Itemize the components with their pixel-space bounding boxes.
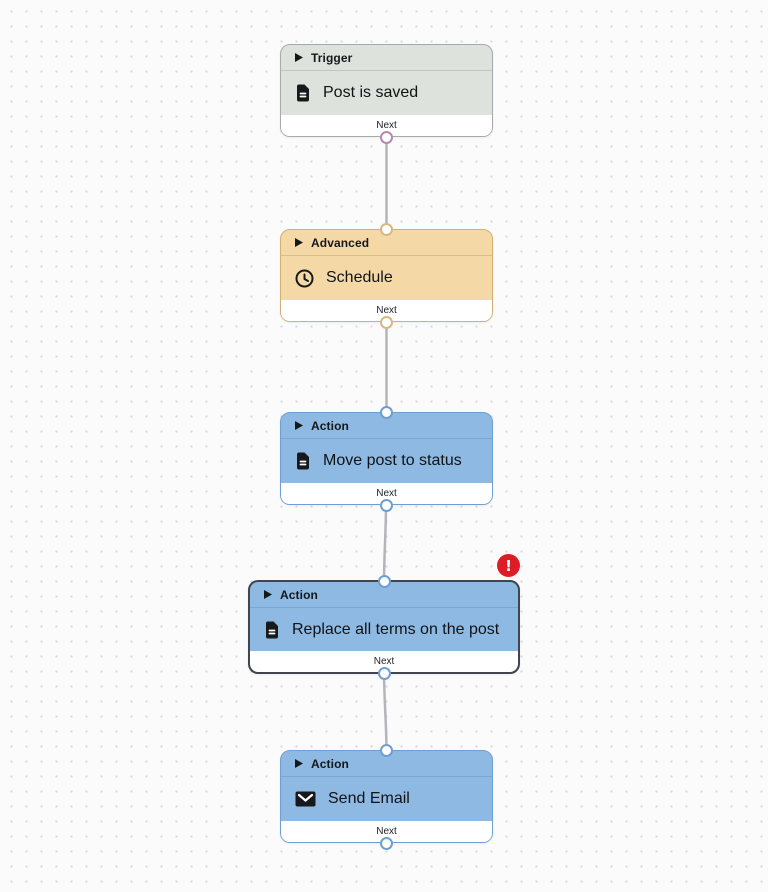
- edge-action2-action3: [382, 669, 388, 755]
- node-next-footer[interactable]: Next: [281, 300, 492, 321]
- workflow-node-send-email[interactable]: Action Send Email Next: [280, 743, 493, 850]
- node-title: Move post to status: [323, 452, 462, 469]
- node-title: Send Email: [328, 790, 410, 807]
- input-port[interactable]: [377, 574, 391, 588]
- clock-icon: [295, 269, 314, 288]
- next-label: Next: [376, 488, 397, 499]
- node-type-label: Trigger: [311, 50, 353, 65]
- node-body[interactable]: Post is saved: [281, 71, 492, 115]
- edge-action1-action2: [382, 502, 388, 585]
- node-header[interactable]: Action: [281, 751, 492, 777]
- error-exclamation-icon: !: [505, 556, 512, 575]
- node-body[interactable]: Send Email: [281, 777, 492, 821]
- document-icon: [264, 621, 280, 639]
- output-port[interactable]: [380, 130, 393, 144]
- node-body[interactable]: Schedule: [281, 256, 492, 300]
- node-type-label: Advanced: [311, 235, 370, 250]
- collapse-triangle-icon: [295, 238, 303, 247]
- output-port[interactable]: [380, 498, 393, 512]
- input-port[interactable]: [380, 743, 393, 757]
- next-label: Next: [376, 305, 397, 316]
- node-title: Schedule: [326, 269, 393, 286]
- node-next-footer[interactable]: Next: [281, 821, 492, 842]
- error-badge[interactable]: !: [497, 554, 520, 577]
- workflow-node-replace-terms[interactable]: ! Action Replace all terms on the post N…: [248, 554, 520, 680]
- node-header[interactable]: Trigger: [281, 45, 492, 71]
- collapse-triangle-icon: [295, 759, 303, 768]
- node-body[interactable]: Move post to status: [281, 439, 492, 483]
- node-next-footer[interactable]: Next: [281, 115, 492, 136]
- node-title: Replace all terms on the post: [292, 620, 500, 638]
- input-port[interactable]: [380, 405, 393, 419]
- node-header[interactable]: Action: [250, 582, 518, 608]
- collapse-triangle-icon: [295, 53, 303, 62]
- node-body[interactable]: Replace all terms on the post: [250, 608, 518, 651]
- collapse-triangle-icon: [264, 590, 272, 599]
- output-port[interactable]: [380, 836, 393, 850]
- output-port[interactable]: [377, 666, 391, 680]
- workflow-node-trigger[interactable]: Trigger Post is saved Next: [280, 44, 493, 144]
- next-label: Next: [373, 656, 395, 667]
- node-header[interactable]: Action: [281, 413, 492, 439]
- input-port[interactable]: [380, 222, 393, 236]
- collapse-triangle-icon: [295, 421, 303, 430]
- workflow-node-move-post[interactable]: Action Move post to status Next: [280, 405, 493, 512]
- next-label: Next: [376, 120, 397, 131]
- document-icon: [295, 84, 311, 102]
- document-icon: [295, 452, 311, 470]
- output-port[interactable]: [380, 315, 393, 329]
- node-type-label: Action: [311, 756, 349, 771]
- envelope-icon: [295, 791, 316, 807]
- node-header[interactable]: Advanced: [281, 230, 492, 256]
- node-next-footer[interactable]: Next: [281, 483, 492, 504]
- next-label: Next: [376, 826, 397, 837]
- node-title: Post is saved: [323, 84, 419, 101]
- node-type-label: Action: [280, 587, 318, 602]
- node-next-footer[interactable]: Next: [250, 651, 518, 672]
- workflow-node-schedule[interactable]: Advanced Schedule Next: [280, 222, 493, 329]
- node-type-label: Action: [311, 418, 349, 433]
